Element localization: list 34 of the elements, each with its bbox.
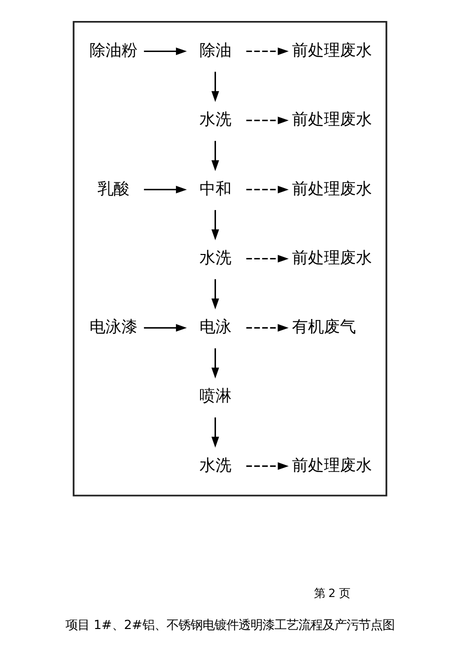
node-text: 除油粉 (88, 40, 137, 60)
node-text: 电泳漆 (88, 317, 137, 336)
arrow (246, 116, 288, 124)
arrow (210, 140, 219, 172)
arrow (246, 186, 288, 194)
arrow (210, 348, 219, 379)
node-text: 水洗 (198, 455, 231, 474)
arrow (143, 324, 186, 332)
arrow (143, 186, 186, 194)
arrow (246, 47, 288, 56)
node-text: 有机废气 (292, 317, 356, 336)
node-text: 喷淋 (198, 386, 231, 406)
arrow (246, 462, 288, 470)
arrow (246, 324, 288, 332)
node-text: 前处理废水 (292, 178, 372, 198)
arrow (246, 254, 288, 263)
node-text: 水洗 (198, 110, 231, 129)
node-text: 水洗 (198, 248, 231, 267)
node-text: 前处理废水 (292, 455, 372, 474)
node-text: 中和 (198, 178, 231, 198)
arrow (210, 72, 219, 102)
node-text: 除油 (198, 40, 231, 60)
node-text: 前处理废水 (292, 110, 372, 129)
arrow (210, 279, 219, 310)
cluster (72, 20, 387, 496)
arrow (143, 47, 186, 56)
node-text: 乳酸 (96, 178, 129, 198)
caption: 项目 1#、2#铝、不锈钢电镀件透明漆工艺流程及产污节点图 (65, 617, 394, 632)
arrow (210, 417, 219, 448)
node-text: 前处理废水 (292, 248, 372, 267)
node-text: 电泳 (198, 317, 231, 336)
arrow (210, 210, 219, 240)
node-text: 前处理废水 (292, 40, 372, 60)
label: 第 2 页 (313, 586, 350, 600)
